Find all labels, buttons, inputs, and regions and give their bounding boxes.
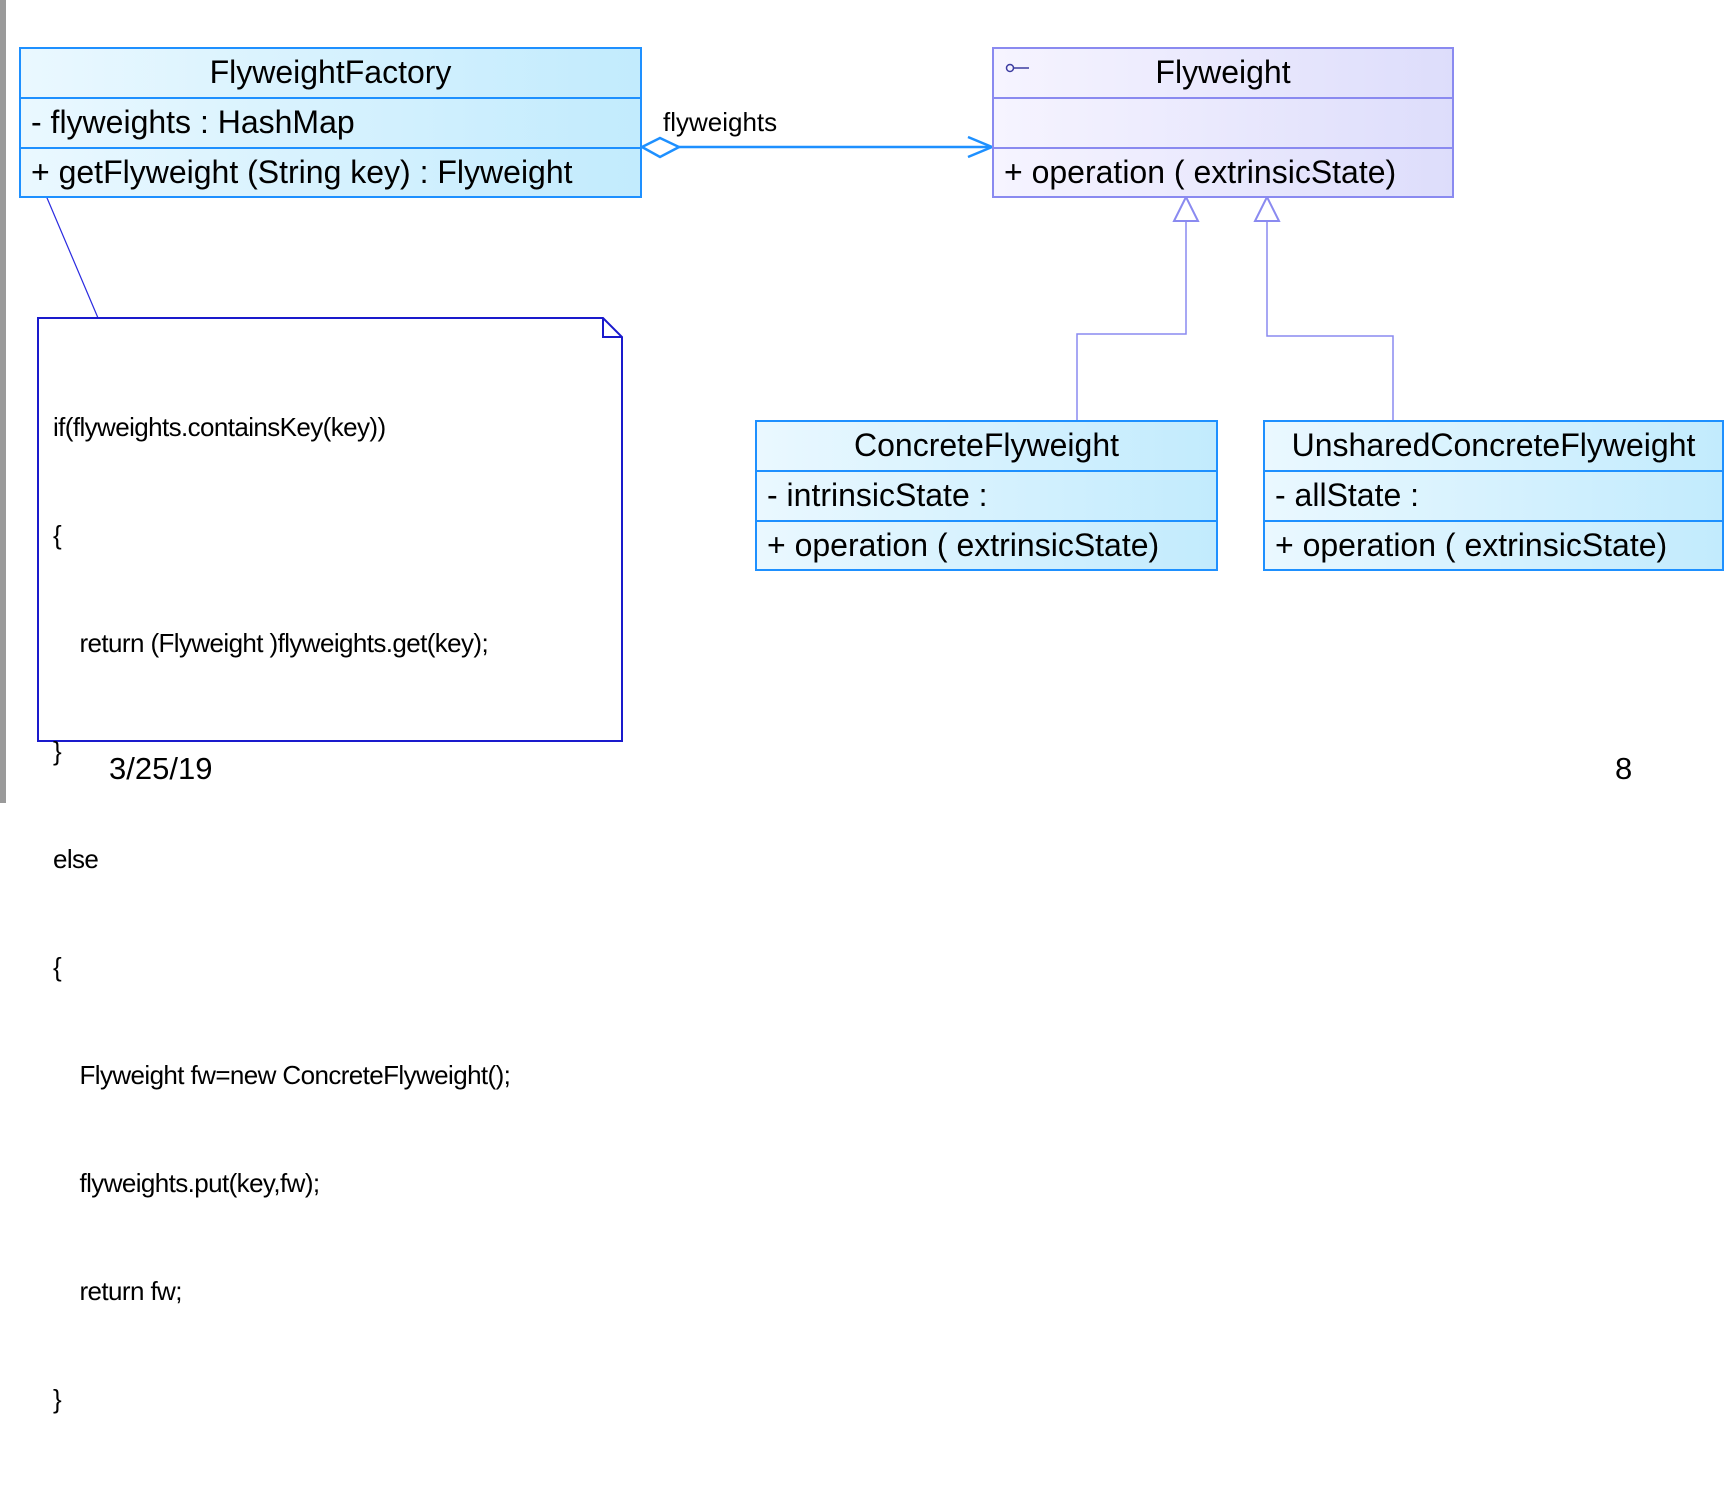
- code-line: flyweights.put(key,fw);: [53, 1168, 320, 1198]
- generalization-arrow-concrete: [1172, 194, 1200, 222]
- generalization-line-concrete: [1076, 221, 1187, 420]
- code-line: if(flyweights.containsKey(key)): [53, 412, 386, 442]
- class-attribute: - flyweights : HashMap: [21, 99, 640, 149]
- interface-name: Flyweight: [994, 49, 1452, 99]
- interface-icon: [1005, 63, 1029, 73]
- class-concrete-flyweight[interactable]: ConcreteFlyweight - intrinsicState : + o…: [755, 420, 1218, 571]
- code-line: Flyweight fw=new ConcreteFlyweight();: [53, 1060, 511, 1090]
- class-name: ConcreteFlyweight: [757, 422, 1216, 472]
- class-operation: + operation ( extrinsicState): [1275, 527, 1668, 563]
- interface-operation: + operation ( extrinsicState): [1004, 154, 1397, 190]
- code-line: return (Flyweight )flyweights.get(key);: [53, 628, 489, 658]
- aggregation-diamond: [639, 136, 682, 159]
- class-name: UnsharedConcreteFlyweight: [1265, 422, 1722, 472]
- note-code: if(flyweights.containsKey(key)) { return…: [53, 337, 511, 1489]
- interface-flyweight[interactable]: Flyweight + operation ( extrinsicState): [992, 47, 1454, 198]
- class-operation: + getFlyweight (String key) : Flyweight: [31, 154, 573, 190]
- code-line: {: [53, 952, 62, 982]
- code-note[interactable]: if(flyweights.containsKey(key)) { return…: [37, 317, 623, 1414]
- footer-page-number: 8: [1615, 751, 1633, 786]
- code-line: }: [53, 736, 62, 766]
- interface-attribute: [994, 99, 1452, 149]
- association-label: flyweights: [663, 107, 778, 137]
- connectors: [35, 135, 1394, 420]
- class-attribute: - intrinsicState :: [757, 472, 1216, 522]
- code-line: return fw;: [53, 1276, 182, 1306]
- generalization-line-unshared: [1266, 221, 1394, 420]
- class-unshared-concrete-flyweight[interactable]: UnsharedConcreteFlyweight - allState : +…: [1263, 420, 1724, 571]
- code-line: else: [53, 844, 99, 874]
- slide-edge-bar: [0, 0, 6, 803]
- class-attribute: - allState :: [1265, 472, 1722, 522]
- class-operation: + operation ( extrinsicState): [767, 527, 1160, 563]
- class-flyweight-factory[interactable]: FlyweightFactory - flyweights : HashMap …: [19, 47, 642, 198]
- class-name: FlyweightFactory: [21, 49, 640, 99]
- footer-date: 3/25/19: [109, 751, 213, 786]
- generalization-arrow-unshared: [1253, 194, 1281, 222]
- code-line: {: [53, 520, 62, 550]
- code-line: }: [53, 1384, 62, 1414]
- note-frame: [37, 317, 623, 742]
